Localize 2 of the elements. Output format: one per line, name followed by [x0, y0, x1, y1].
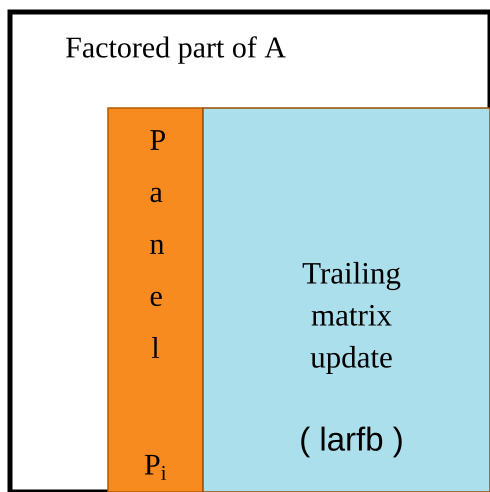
- panel-box: P a n e l P$_{i}$: [107, 107, 204, 492]
- trailing-matrix-box: Trailing matrix update ( larfb ): [202, 107, 490, 492]
